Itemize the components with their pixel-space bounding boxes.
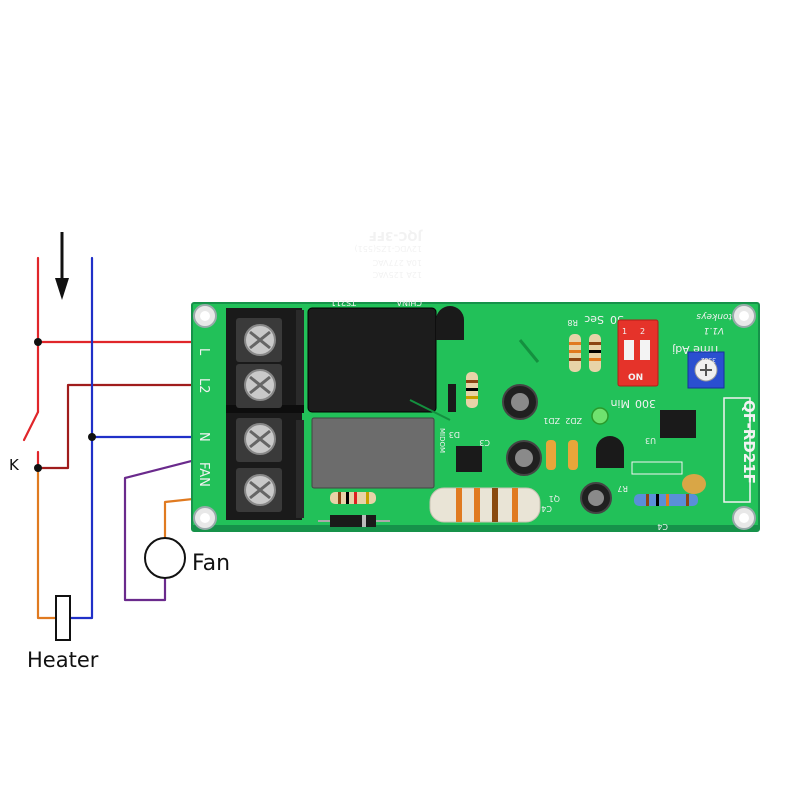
relay-text-5: 10A 277VAC: [372, 258, 422, 267]
heater-label: Heater: [27, 648, 99, 672]
dip-number-2: 2: [640, 327, 645, 336]
led-indicator: [591, 407, 609, 425]
fan-neutral-wire: [123, 442, 260, 602]
switch-k-label: K: [9, 456, 20, 474]
ref-zd1: ZD1: [543, 416, 560, 425]
relay-jqc-3ff: CHINA JQC-3FF 12VDC-1ZS(551) 12A 125VAC …: [307, 229, 437, 413]
terminal-label-L2: L2: [196, 378, 211, 394]
fan-label: Fan: [192, 551, 230, 576]
ref-q1: Q1: [549, 494, 560, 503]
zener-diode: [568, 440, 578, 470]
ref-u3: U3: [645, 436, 656, 445]
terminal-label-L: L: [196, 348, 211, 356]
ref-c3: C3: [479, 438, 490, 447]
dip-on-label: ON: [628, 373, 643, 383]
ref-zd2: ZD2: [565, 416, 582, 425]
min-value: 300: [635, 397, 656, 410]
sec-label: Sec: [584, 313, 604, 326]
dip-number-1: 1: [622, 327, 627, 336]
transistor-top: [436, 306, 464, 340]
model-label-box: [723, 397, 751, 503]
power-resistor: [429, 487, 541, 523]
pot-code: 3362: [701, 356, 716, 363]
model-label: QF-RD21F: [740, 400, 758, 484]
relay-text-4: 12A 125VAC: [372, 270, 422, 279]
time-adj-potentiometer[interactable]: 3362: [687, 351, 725, 389]
resistor: [330, 492, 376, 504]
ref-r8: R8: [567, 318, 578, 327]
ref-r9: C4: [657, 522, 668, 531]
terminal-block: [226, 308, 304, 520]
relay-board: L L2 N FAN CHINA JQC-3FF 12VDC-1ZS(551) …: [191, 229, 760, 532]
terminal-label-FAN: FAN: [196, 462, 211, 487]
ref-c4: C4: [541, 504, 552, 513]
dip-switch[interactable]: 1 2 ON: [617, 319, 659, 387]
relay-text-2: JQC-3FF: [369, 229, 423, 243]
resistor-r7-outline: [631, 461, 683, 475]
ref-r7: R7: [617, 484, 628, 493]
brand-label: tonkeys: [696, 311, 732, 321]
diode: [330, 515, 376, 527]
dip-switch-1-toggle[interactable]: [624, 340, 634, 360]
zener-diode: [546, 440, 556, 470]
relay-text-3: 12VDC-1ZS(551): [355, 244, 422, 253]
fan-icon: [144, 537, 186, 579]
ref-d3: D3: [449, 430, 460, 439]
switch-k-blade: [22, 410, 40, 442]
min-label: Min: [610, 397, 630, 410]
ceramic-capacitor: [682, 474, 706, 494]
junction-dot-live: [34, 338, 42, 346]
heater-icon: [55, 595, 71, 641]
version-label: V1.1: [704, 325, 724, 335]
junction-dot-neutral: [88, 433, 96, 441]
heater-feed-wire: [36, 466, 58, 620]
ic-chip: [456, 446, 482, 472]
junction-dot-switch: [34, 464, 42, 472]
optocoupler: [660, 410, 696, 438]
neutral-wire: [68, 256, 94, 620]
relay-secondary: [311, 417, 435, 489]
terminal-label-N: N: [196, 432, 211, 442]
input-arrow-head: [55, 278, 69, 300]
transistor-right: [596, 436, 624, 468]
dip-switch-2-toggle[interactable]: [640, 340, 650, 360]
relay-text-1: CHINA: [396, 298, 422, 307]
ref-midom: MIDOM: [438, 428, 446, 453]
relay-text-6: TS211: [331, 298, 357, 307]
switched-wire-to-L2: [36, 383, 260, 470]
